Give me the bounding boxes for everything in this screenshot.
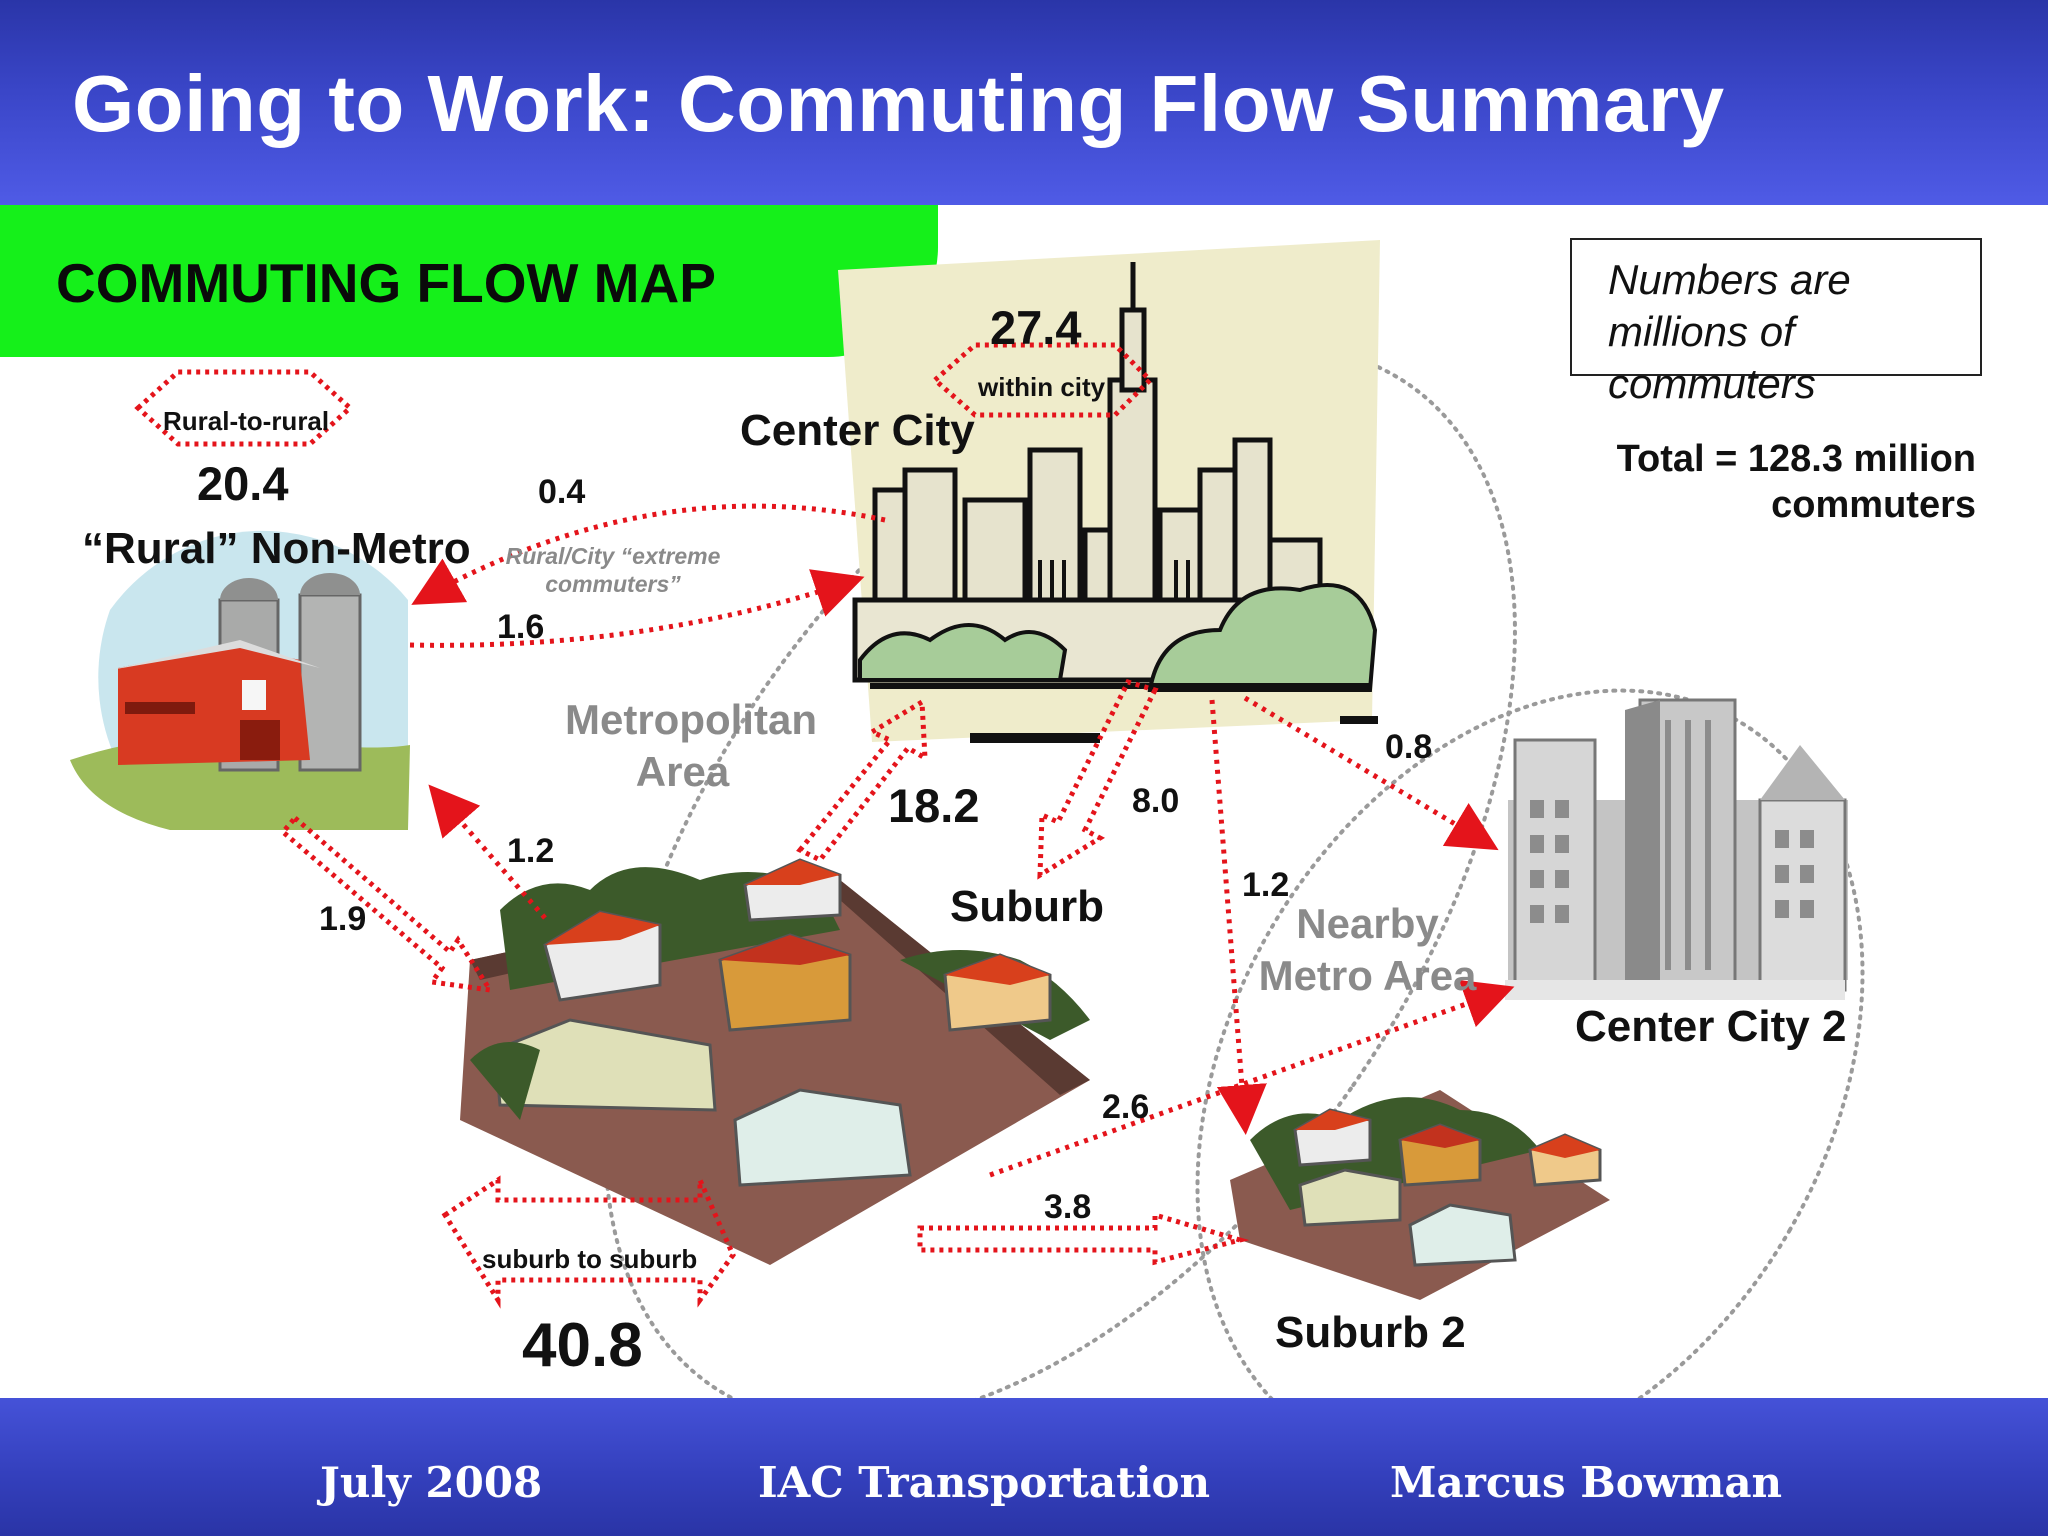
units-note-box: Numbers are millions of commuters [1570, 238, 1982, 407]
flow-value-city-to-suburb2: 1.2 [1242, 866, 1290, 904]
arrow-city-to-city2-0-8 [1243, 695, 1499, 851]
suburb-illustration [460, 858, 1090, 1265]
flow-value-suburb-to-suburb2: 3.8 [1044, 1188, 1092, 1226]
total-commuters: Total = 128.3 million commuters [1616, 438, 1976, 526]
within-city-value: 27.4 [990, 301, 1082, 354]
rural-to-rural-arrow [134, 369, 354, 447]
metropolitan-area-boundary [603, 343, 1517, 1427]
center-city-2-illustration [1505, 698, 1848, 1000]
center-city-2-label: Center City 2 [1575, 1002, 1847, 1051]
suburb-to-suburb-label: suburb to suburb [482, 1244, 698, 1274]
arrow-rural-to-city-1-6 [409, 569, 865, 648]
section-banner: COMMUTING FLOW MAP [0, 205, 938, 357]
footer-bar: July 2008 IAC Transportation Marcus Bowm… [0, 1398, 2048, 1536]
center-city-label: Center City [740, 406, 975, 455]
units-note: Numbers are millions of commuters [1608, 256, 1851, 407]
flow-arrows [134, 342, 1250, 1309]
nearby-metro-label: Nearby Metro Area [1258, 900, 1477, 999]
slide-title: Going to Work: Commuting Flow Summary [72, 59, 1725, 148]
rural-to-rural-value: 20.4 [197, 457, 289, 510]
arrow-suburb-to-suburb2-3-8 [917, 1211, 1250, 1266]
banner-label: COMMUTING FLOW MAP [56, 252, 716, 314]
suburb-to-suburb-arrow [441, 1175, 736, 1309]
metropolitan-area-label: Metropolitan Area [565, 696, 817, 795]
flow-value-rural-to-suburb: 1.9 [319, 900, 367, 938]
suburb-2-label: Suburb 2 [1275, 1308, 1466, 1357]
arrow-city-to-suburb2-1-2 [1209, 699, 1267, 1135]
arrow-city-to-suburb-8-0 [1037, 679, 1159, 880]
within-city-label: within city [978, 372, 1106, 402]
arrow-rural-to-suburb-1-9 [279, 814, 496, 994]
within-city-arrow [931, 342, 1154, 418]
extreme-commuters-note: Rural/City “extreme commuters” [505, 543, 721, 597]
flow-value-city-to-rural: 0.4 [538, 473, 586, 511]
rural-to-rural-label: Rural-to-rural [163, 406, 330, 436]
footer-organization: IAC Transportation [758, 1458, 1211, 1507]
arrow-suburb-to-city2-2-6 [989, 979, 1515, 1178]
suburb-2-illustration [1230, 1090, 1610, 1300]
arrow-city-to-rural-0-4 [411, 503, 886, 605]
flow-value-suburb-to-city2: 2.6 [1102, 1088, 1150, 1126]
flow-value-rural-to-city: 1.6 [497, 608, 545, 646]
footer-date: July 2008 [320, 1458, 543, 1507]
thin-flow-arrows [409, 503, 1515, 1178]
suburb-label: Suburb [950, 882, 1104, 931]
flow-value-suburb-to-rural: 1.2 [507, 832, 555, 870]
arrow-suburb-to-rural-1-2 [428, 784, 547, 920]
footer-author: Marcus Bowman [1390, 1458, 1783, 1507]
rural-farm-illustration [70, 530, 410, 830]
suburb-to-suburb-value: 40.8 [522, 1311, 643, 1380]
arrow-suburb-to-city-18-2 [796, 697, 928, 864]
flow-value-city-to-city2: 0.8 [1385, 728, 1433, 766]
flow-value-suburb-to-city: 18.2 [888, 779, 980, 832]
title-bar: Going to Work: Commuting Flow Summary [0, 0, 2048, 205]
center-city-skyline [838, 240, 1380, 743]
flow-value-city-to-suburb: 8.0 [1132, 782, 1180, 820]
rural-label: “Rural” Non-Metro [82, 524, 471, 573]
